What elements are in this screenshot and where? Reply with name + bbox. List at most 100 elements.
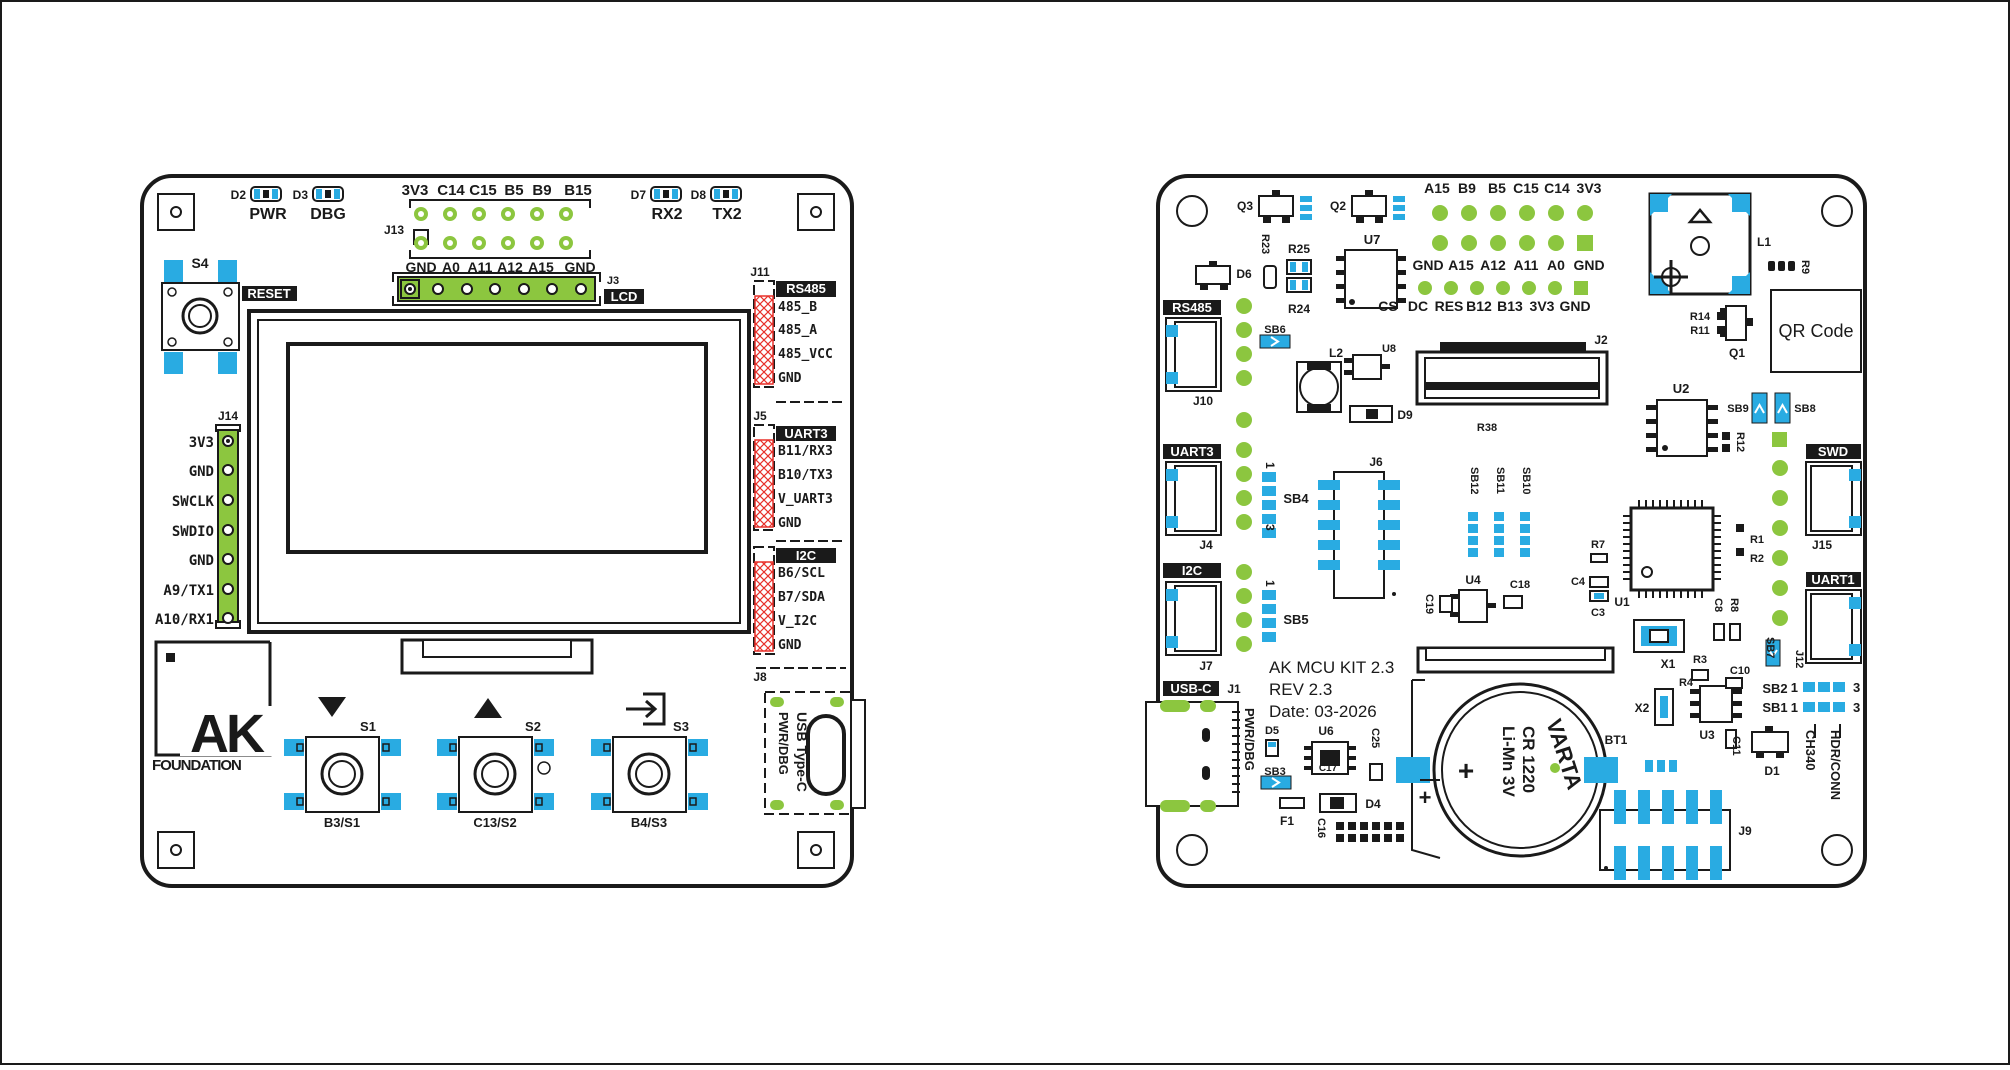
conn-uart1: UART1: [1805, 572, 1862, 664]
passives-r7-c4-c3: R7 C4 C3: [1571, 539, 1609, 619]
pin-label: A12: [1480, 257, 1506, 273]
ref-label: BT1: [1605, 733, 1628, 747]
ref-label: J15: [1812, 538, 1832, 552]
ref-label: SB1: [1762, 700, 1787, 715]
crystal-x2: X2: [1635, 688, 1674, 726]
pin-number: 3: [1853, 680, 1860, 695]
ref-label: J9: [1738, 824, 1752, 838]
kit-info: AK MCU KIT 2.3 REV 2.3 Date: 03-2026: [1269, 658, 1394, 721]
pin-label: A11: [1514, 257, 1539, 273]
ic-u4: U4 C19 C18: [1423, 573, 1530, 623]
fuse-f1: F1: [1279, 797, 1305, 828]
ic-u8: U8: [1344, 343, 1396, 380]
ref-label: U3: [1699, 728, 1715, 742]
conn-j6: J6: [1318, 455, 1400, 599]
ref-label: C3: [1591, 607, 1605, 619]
ref-label: R3: [1693, 654, 1707, 666]
conn-title: I2C: [1182, 563, 1203, 578]
pin-label: CS: [1378, 298, 1397, 314]
diode-d1: D1: [1751, 726, 1789, 778]
back-board-outline: [1156, 174, 1867, 888]
resistor-r23: R23: [1259, 234, 1277, 289]
ref-label: D5: [1265, 725, 1279, 737]
pin-label: B15: [564, 182, 592, 199]
pin-label: GND: [189, 553, 214, 569]
ref-label: S4: [191, 255, 208, 271]
ref-label: SB3: [1264, 766, 1285, 778]
ref-label: SB5: [1283, 612, 1308, 627]
pin-label: GND: [189, 464, 214, 480]
ref-label: R38: [1477, 422, 1497, 434]
conn-title: UART1: [1811, 572, 1854, 587]
usb-c-back: USB-C J1 PWR/DBG: [1145, 681, 1257, 812]
conn-j11-rs485: J11 RS485 485_B 485_A 485_VCC GND: [750, 265, 846, 403]
pin-label: GND: [564, 259, 595, 275]
led-ref: D7: [631, 188, 647, 202]
back-right-vias: [1772, 432, 1788, 626]
passives-c8-r8: C8 R8: [1712, 598, 1741, 641]
pin-label: B5: [1488, 180, 1506, 196]
passive-row-bt: [1645, 760, 1677, 772]
button-s2[interactable]: S2 C13/S2: [437, 698, 554, 830]
usb-label: USB Type-C: [794, 712, 810, 792]
solder-bridge-sb5: 1 SB5: [1262, 580, 1309, 642]
ref-label: D9: [1397, 408, 1413, 422]
pin-label: V_UART3: [778, 492, 833, 507]
pin-label: RES: [1435, 298, 1464, 314]
conn-title: SWD: [1818, 444, 1848, 459]
ref-label: C16: [1315, 818, 1327, 838]
conn-j4-uart3: UART3 J4: [1163, 412, 1252, 552]
ref-label: SB6: [1264, 324, 1285, 336]
hdr-conn-label: HDR/CONN: [1828, 730, 1843, 800]
pin-number: 1: [1791, 700, 1798, 715]
resistor-r38: R38: [1477, 422, 1497, 434]
solder-bridges-sb10-sb12: SB12 SB11 SB10: [1468, 467, 1532, 557]
pin-label: GND: [405, 259, 436, 275]
pin-label: C15: [1513, 180, 1539, 196]
resistor-r24: R24: [1286, 277, 1312, 316]
pin-label: 3V3: [1577, 180, 1602, 196]
arrow-up-icon: [474, 698, 502, 718]
ref-label: SB8: [1794, 403, 1815, 415]
ch340-label: CH340: [1803, 730, 1818, 770]
ref-label: D6: [1236, 267, 1252, 281]
ref-label: C25: [1369, 728, 1381, 748]
diode-d6: D6: [1195, 261, 1252, 290]
pin-label: B9: [532, 182, 551, 199]
solder-bridge-sb3: SB3: [1260, 766, 1292, 790]
led-ref: D2: [231, 188, 247, 202]
ref-label: J5: [753, 409, 767, 423]
led-ref: D3: [293, 188, 309, 202]
back-board: Q3 Q2 U7 R23 R25 R24: [1145, 174, 1867, 888]
ref-label: D4: [1365, 797, 1381, 811]
back-header-top: A15 B9 B5 C15 C14 3V3 GND A15 A12 A11 A0…: [1378, 180, 1604, 314]
conn-title: I2C: [796, 548, 817, 563]
pin-label: C14: [437, 182, 465, 199]
led-label: DBG: [310, 206, 346, 223]
reset-label: RESET: [247, 286, 290, 301]
ref-label: J11: [750, 265, 770, 279]
reset-button-s4[interactable]: S4 RESET: [161, 255, 297, 374]
pin-label: B12: [1466, 298, 1492, 314]
pin-label: A0: [442, 259, 460, 275]
battery-model: CR 1220: [1519, 726, 1538, 793]
usb-side-label: PWR/DBG: [1242, 708, 1257, 771]
pin-label: A11: [468, 259, 493, 275]
button-s3[interactable]: S3 B4/S3: [591, 692, 708, 830]
pin-label: A10/RX1: [155, 612, 214, 628]
ref-label: R11: [1690, 325, 1710, 337]
ref-label: S2: [525, 719, 541, 734]
header-j13: 3V3 C14 C15 B5 B9 B15 J13 GND A0 A11 A12…: [384, 182, 596, 275]
ref-label: R9: [1799, 260, 1811, 274]
ic-u3: U3: [1690, 685, 1742, 742]
ref-label: SB7: [1764, 637, 1776, 658]
ref-label: S1: [360, 719, 376, 734]
pin-label: A15: [1448, 257, 1474, 273]
logo-sub: FOUNDATION: [152, 757, 241, 774]
usb-type-c-front: USB Type-C PWR/DBG: [764, 691, 866, 815]
button-s1[interactable]: S1 B3/S1: [284, 697, 401, 830]
ref-label: J1: [1227, 682, 1241, 696]
diode-d9: D9: [1349, 405, 1413, 423]
solder-bridges-sb1-sb2: SB2 SB1 1 1 3 3 CH340 HDR/CONN: [1762, 680, 1860, 800]
